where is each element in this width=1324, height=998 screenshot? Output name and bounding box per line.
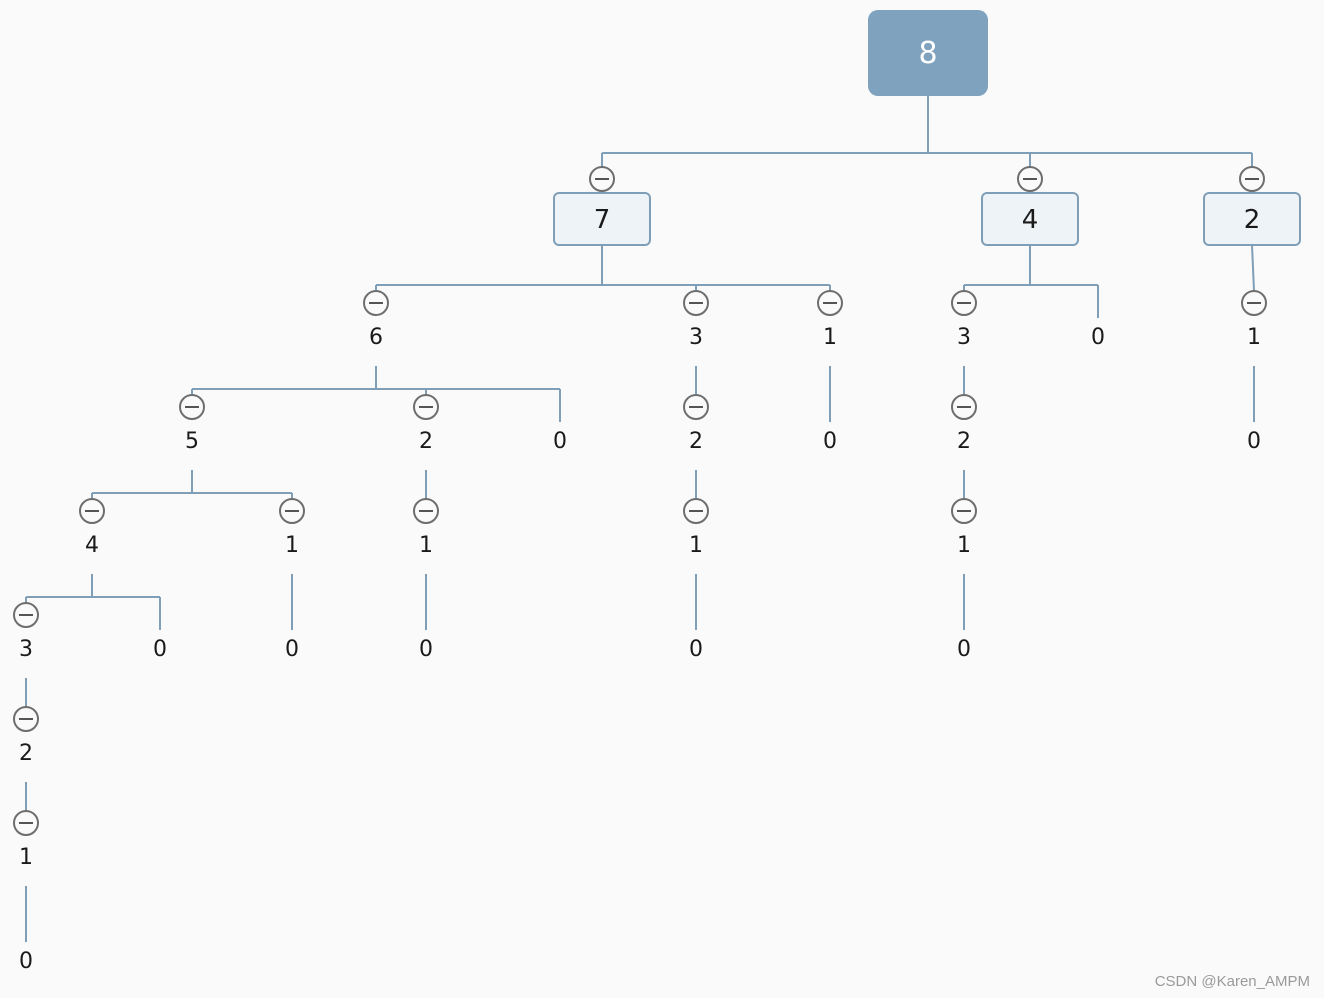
tree-node-label[interactable]: 4 [85,533,99,558]
tree-node-label[interactable]: 1 [823,325,837,350]
collapse-toggle-icon[interactable] [413,498,439,524]
branch-node-box[interactable] [553,192,651,246]
tree-node-label[interactable]: 0 [419,637,433,662]
tree-edge [1251,244,1255,292]
tree-node-label[interactable]: 0 [689,637,703,662]
branch-node-label: 2 [1244,205,1261,235]
tree-node-label[interactable]: 0 [1247,429,1261,454]
tree-node-label[interactable]: 0 [153,637,167,662]
branch-node-label: 4 [1022,205,1039,235]
tree-node-label[interactable]: 1 [19,845,33,870]
tree-node-label[interactable]: 2 [957,429,971,454]
tree-node-label[interactable]: 3 [19,637,33,662]
tree-node-label[interactable]: 2 [19,741,33,766]
tree-node-label[interactable]: 5 [185,429,199,454]
branch-node-box[interactable] [1203,192,1301,246]
branch-node-box[interactable] [981,192,1079,246]
root-node-label: 8 [918,36,937,71]
collapse-toggle-icon[interactable] [951,290,977,316]
collapse-toggle-icon[interactable] [683,290,709,316]
collapse-toggle-icon[interactable] [179,394,205,420]
tree-node-label[interactable]: 3 [957,325,971,350]
tree-node-label[interactable]: 1 [285,533,299,558]
collapse-toggle-icon[interactable] [683,394,709,420]
tree-node-label[interactable]: 6 [369,325,383,350]
branch-node-label: 7 [594,205,611,235]
collapse-toggle-icon[interactable] [951,498,977,524]
tree-node-label[interactable]: 0 [1091,325,1105,350]
collapse-toggle-icon[interactable] [363,290,389,316]
tree-node-label[interactable]: 0 [823,429,837,454]
tree-node-label[interactable]: 2 [689,429,703,454]
collapse-toggle-icon[interactable] [413,394,439,420]
tree-node-label[interactable]: 1 [689,533,703,558]
tree-node-label[interactable]: 2 [419,429,433,454]
tree-node-label[interactable]: 0 [285,637,299,662]
collapse-toggle-icon[interactable] [951,394,977,420]
tree-node-label[interactable]: 0 [19,949,33,974]
tree-node-label[interactable]: 1 [419,533,433,558]
collapse-toggle-icon[interactable] [817,290,843,316]
collapse-toggle-icon[interactable] [1017,166,1043,192]
collapse-toggle-icon[interactable] [1241,290,1267,316]
collapse-toggle-icon[interactable] [13,602,39,628]
tree-node-label[interactable]: 1 [1247,325,1261,350]
watermark: CSDN @Karen_AMPM [1154,973,1310,990]
tree-node-label[interactable]: 3 [689,325,703,350]
tree-node-label[interactable]: 0 [553,429,567,454]
collapse-toggle-icon[interactable] [1239,166,1265,192]
collapse-toggle-icon[interactable] [13,810,39,836]
collapse-toggle-icon[interactable] [13,706,39,732]
root-node-box[interactable] [868,10,988,96]
collapse-toggle-icon[interactable] [79,498,105,524]
collapse-toggle-icon[interactable] [683,498,709,524]
collapse-toggle-icon[interactable] [589,166,615,192]
collapse-toggle-icon[interactable] [279,498,305,524]
tree-node-label[interactable]: 1 [957,533,971,558]
tree-node-label[interactable]: 0 [957,637,971,662]
